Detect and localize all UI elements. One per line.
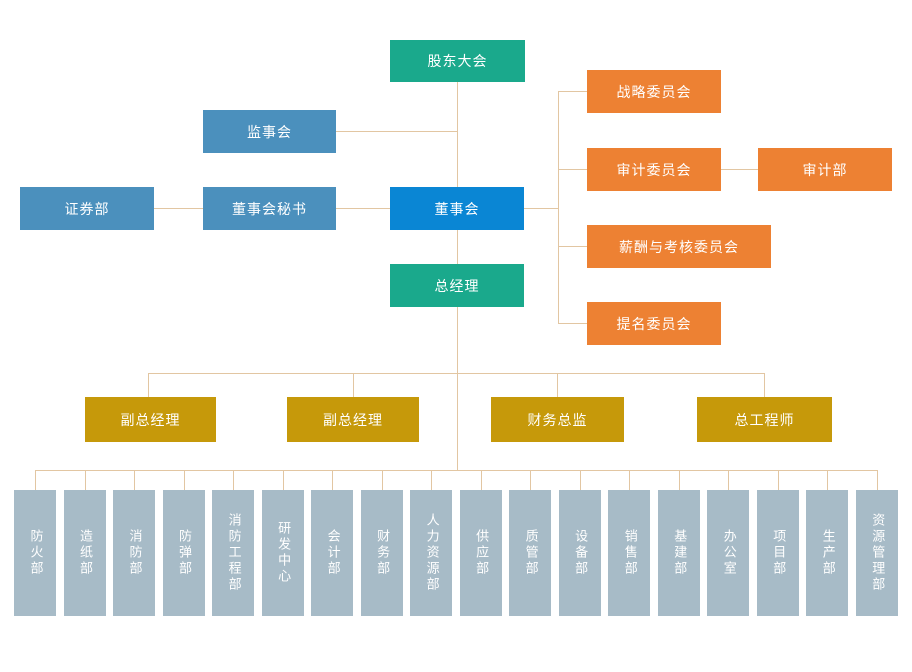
connector-compensation-stub — [558, 246, 587, 247]
connector-board-gm — [457, 230, 458, 264]
node-dept-equipment[interactable]: 设备部 — [558, 490, 601, 616]
connector-dept-stub — [431, 470, 432, 490]
connector-audit-stub — [558, 169, 587, 170]
node-nomination-committee[interactable]: 提名委员会 — [587, 302, 721, 345]
node-dept-quality-control[interactable]: 质管部 — [509, 490, 552, 616]
connector-nomination-stub — [558, 323, 587, 324]
connector-supervisory — [336, 131, 457, 132]
node-supervisory-board[interactable]: 监事会 — [203, 110, 336, 153]
connector-secretary-board — [336, 208, 390, 209]
connector-dept-stub — [35, 470, 36, 490]
connector-dept-stub — [184, 470, 185, 490]
node-dept-fire-engineering[interactable]: 消防工程部 — [212, 490, 255, 616]
connector-dept-stub — [481, 470, 482, 490]
node-dept-bulletproof[interactable]: 防弹部 — [162, 490, 205, 616]
connector-gm-down — [457, 307, 458, 470]
connector-deputy1-stub — [148, 373, 149, 397]
connector-committee-spine — [558, 91, 559, 323]
node-board-secretary[interactable]: 董事会秘书 — [203, 187, 336, 230]
node-dept-project[interactable]: 项目部 — [756, 490, 799, 616]
node-dept-papermaking[interactable]: 造纸部 — [63, 490, 106, 616]
connector-dept-stub — [332, 470, 333, 490]
node-audit-committee[interactable]: 审计委员会 — [587, 148, 721, 191]
connector-audit-dept — [721, 169, 758, 170]
node-audit-dept[interactable]: 审计部 — [758, 148, 892, 191]
node-dept-accounting[interactable]: 会计部 — [311, 490, 354, 616]
connector-dept-stub — [778, 470, 779, 490]
connector-dept-stub — [580, 470, 581, 490]
node-finance-director[interactable]: 财务总监 — [491, 397, 624, 442]
node-chief-engineer[interactable]: 总工程师 — [697, 397, 832, 442]
connector-dept-stub — [134, 470, 135, 490]
connector-dept-stub — [629, 470, 630, 490]
node-general-manager[interactable]: 总经理 — [390, 264, 524, 307]
node-strategy-committee[interactable]: 战略委员会 — [587, 70, 721, 113]
connector-securities-secretary — [154, 208, 203, 209]
node-dept-supply[interactable]: 供应部 — [459, 490, 502, 616]
connector-dept-stub — [382, 470, 383, 490]
node-board-of-directors[interactable]: 董事会 — [390, 187, 524, 230]
node-dept-fire-fighting[interactable]: 消防部 — [113, 490, 156, 616]
connector-dept-stub — [283, 470, 284, 490]
node-dept-production[interactable]: 生产部 — [806, 490, 849, 616]
connector-dept-stub — [679, 470, 680, 490]
connector-dept-row — [35, 470, 877, 471]
connector-dept-stub — [827, 470, 828, 490]
connector-cfo-stub — [557, 373, 558, 397]
connector-dept-stub — [877, 470, 878, 490]
connector-dept-stub — [233, 470, 234, 490]
node-dept-finance[interactable]: 财务部 — [360, 490, 403, 616]
department-row: 防火部 造纸部 消防部 防弹部 消防工程部 研发中心 会计部 财务部 人力资源部… — [14, 490, 898, 616]
connector-dept-stub — [728, 470, 729, 490]
connector-dept-stub — [85, 470, 86, 490]
connector-deputy2-stub — [353, 373, 354, 397]
connector-chiefeng-stub — [764, 373, 765, 397]
node-dept-rd-center[interactable]: 研发中心 — [261, 490, 304, 616]
connector-dept-stub — [530, 470, 531, 490]
node-deputy-gm-1[interactable]: 副总经理 — [85, 397, 216, 442]
node-dept-fire-prevention[interactable]: 防火部 — [14, 490, 56, 616]
node-dept-human-resources[interactable]: 人力资源部 — [410, 490, 453, 616]
node-dept-office[interactable]: 办公室 — [707, 490, 750, 616]
connector-board-spine — [524, 208, 558, 209]
node-compensation-committee[interactable]: 薪酬与考核委员会 — [587, 225, 771, 268]
node-securities-dept[interactable]: 证券部 — [20, 187, 154, 230]
node-shareholders-meeting[interactable]: 股东大会 — [390, 40, 525, 82]
node-dept-infrastructure[interactable]: 基建部 — [657, 490, 700, 616]
node-dept-sales[interactable]: 销售部 — [608, 490, 651, 616]
node-dept-resource-management[interactable]: 资源管理部 — [855, 490, 898, 616]
connector-shareholders-board — [457, 82, 458, 187]
connector-executive-row — [148, 373, 765, 374]
connector-strategy-stub — [558, 91, 587, 92]
node-deputy-gm-2[interactable]: 副总经理 — [287, 397, 419, 442]
